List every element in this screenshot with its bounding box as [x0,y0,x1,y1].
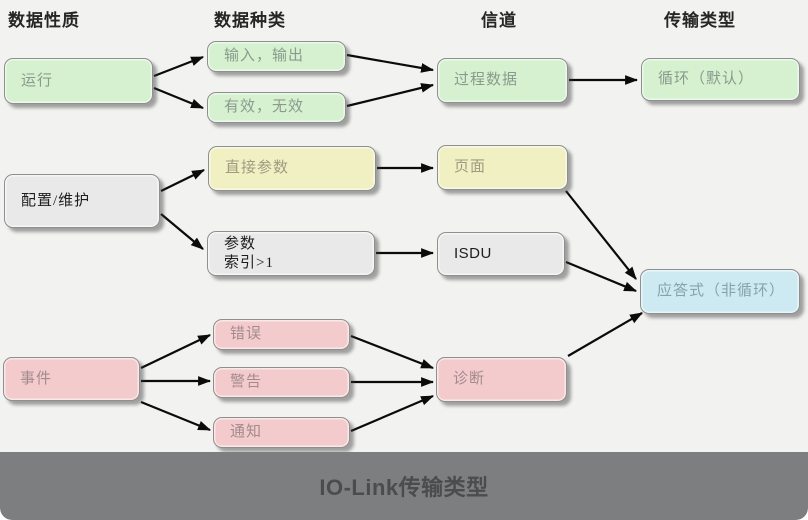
arrow-config-maintenance-to-direct-parameters [160,169,205,192]
node-label: 页面 [454,159,487,176]
node-page: 页面 [437,145,568,190]
node-label: 应答式（非循环） [657,283,786,300]
arrow-notification-to-diagnosis [350,394,434,433]
node-event: 事件 [3,357,140,401]
node-warning: 警告 [213,367,350,398]
node-label: 运行 [21,72,54,89]
arrow-run-to-valid-invalid [153,86,205,110]
node-label: 诊断 [453,371,486,388]
node-label: 直接参数 [225,160,290,177]
arrow-event-to-error [140,334,211,369]
arrow-config-maintenance-to-parameter-index [160,213,204,250]
arrow-page-to-response-acyclic [565,190,637,280]
arrow-diagnosis-to-response-acyclic [567,312,643,357]
diagram-title-bar: IO-Link传输类型 [0,452,808,520]
diagram-title: IO-Link传输类型 [319,475,489,500]
node-label: 通知 [230,424,263,441]
node-label: 有效，无效 [224,99,305,116]
arrow-valid-invalid-to-process-data [346,83,435,108]
arrow-input-output-to-process-data [346,53,435,73]
arrow-isdu-to-response-acyclic [565,260,638,293]
column-header-channel: 信道 [481,11,517,30]
node-valid-invalid: 有效，无效 [207,92,346,123]
node-response-acyclic: 应答式（非循环） [640,269,800,314]
node-parameter-index: 参数索引>1 [207,231,375,276]
node-isdu: ISDU [437,232,565,276]
node-label: 警告 [230,374,263,391]
node-direct-parameters: 直接参数 [208,146,376,191]
node-input-output: 输入，输出 [207,41,346,72]
node-process-data: 过程数据 [437,58,568,103]
node-label: 过程数据 [454,72,519,89]
column-header-data-nature: 数据性质 [8,11,80,30]
node-notification: 通知 [213,417,350,448]
node-label: 输入，输出 [224,48,305,65]
node-config-maintenance: 配置/维护 [4,174,160,228]
node-label: ISDU [454,244,492,262]
node-label: 事件 [20,370,53,387]
node-label: 循环（默认） [658,71,755,88]
column-header-transmission-type: 传输类型 [664,11,736,30]
node-label-line: 参数 [224,235,257,252]
node-label-line: 索引>1 [224,254,274,271]
node-error: 错误 [213,319,350,350]
node-cyclic-default: 循环（默认） [641,58,800,101]
node-diagnosis: 诊断 [436,357,567,402]
arrow-run-to-input-output [153,55,205,78]
node-label: 配置/维护 [21,192,91,209]
node-label: 错误 [230,326,263,343]
arrow-error-to-diagnosis [350,334,435,370]
column-header-data-kind: 数据种类 [214,11,286,30]
arrow-event-to-notification [140,400,212,432]
node-run: 运行 [4,58,153,104]
